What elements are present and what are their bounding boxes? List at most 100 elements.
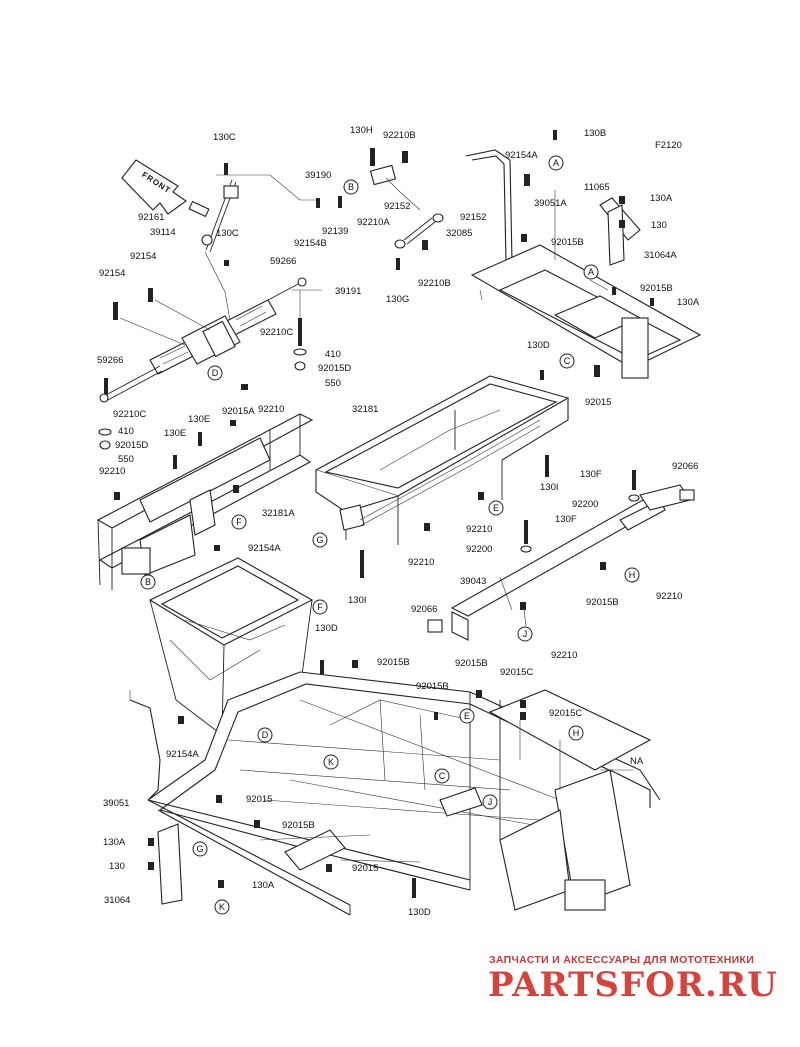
part-label: 59266: [270, 256, 296, 267]
steering-assembly: [98, 163, 322, 450]
watermark-logo: PARTSFOR.RU: [488, 965, 778, 1005]
part-label: 92154: [130, 251, 156, 262]
part-label: 130A: [252, 880, 275, 891]
part-label: 92152: [384, 201, 410, 212]
svg-text:A: A: [553, 158, 559, 168]
callout-g-cargo: G: [312, 532, 328, 548]
callout-k-frame: K: [323, 754, 339, 770]
part-label: 92210: [656, 591, 682, 602]
part-label: 92210A: [357, 217, 390, 228]
part-label: 130G: [386, 294, 409, 305]
part-label: 130H: [350, 125, 373, 136]
cargo-frame-32181: [314, 375, 570, 578]
rear-rack-assembly: [465, 130, 702, 380]
part-label: 92210C: [260, 327, 293, 338]
callout-a-rear: A: [583, 264, 599, 280]
part-label: 32085: [446, 228, 472, 239]
callout-j-crossmember: J: [517, 626, 533, 642]
part-label: 130I: [540, 482, 559, 493]
part-label: 39191: [335, 286, 361, 297]
part-label: 92154A: [505, 150, 538, 161]
steering-support-parts: [316, 148, 444, 270]
part-label: 130: [109, 861, 125, 872]
watermark: ЗАПЧАСТИ И АКСЕССУАРЫ ДЛЯ МОТОТЕХНИКИ PA…: [488, 954, 778, 1005]
part-label: 130D: [315, 623, 338, 634]
part-label: 130F: [555, 514, 577, 525]
svg-text:E: E: [493, 503, 499, 513]
part-label: 92015A: [222, 406, 255, 417]
svg-text:G: G: [196, 844, 203, 854]
main-frame: [129, 557, 661, 916]
svg-text:F: F: [236, 517, 242, 527]
part-label: 92015B: [282, 820, 315, 831]
svg-text:H: H: [573, 728, 580, 738]
part-label: 92015: [585, 397, 611, 408]
svg-text:D: D: [212, 368, 219, 378]
svg-text:G: G: [316, 535, 323, 545]
part-label: 39051A: [534, 198, 567, 209]
part-label: 92210B: [383, 130, 416, 141]
part-label: 92210: [258, 404, 284, 415]
part-label: 92210: [99, 466, 125, 477]
svg-text:J: J: [523, 629, 528, 639]
part-label: 92015D: [115, 440, 148, 451]
part-label: 130E: [164, 428, 186, 439]
part-label: 92015C: [500, 667, 533, 678]
part-label: 92154A: [166, 749, 199, 760]
part-label: 130D: [527, 340, 550, 351]
part-label: 39043: [460, 576, 486, 587]
part-label: 92152: [460, 212, 486, 223]
part-label: 92200: [572, 499, 598, 510]
callout-c-frame: C: [434, 768, 450, 784]
callout-b-frame: B: [140, 574, 156, 590]
part-labels: 130C 130H 92210B 130B 92154A F2120 39190…: [97, 125, 700, 918]
callout-j-frame: J: [482, 794, 498, 810]
part-label: 130C: [216, 228, 239, 239]
part-label: 130A: [650, 193, 673, 204]
part-label: 550: [325, 378, 341, 389]
svg-text:C: C: [439, 771, 446, 781]
svg-text:D: D: [262, 730, 269, 740]
callout-e-frame: E: [459, 708, 475, 724]
svg-text:B: B: [348, 182, 354, 192]
callout-e-cargo: E: [488, 500, 504, 516]
part-label: 92015C: [549, 708, 582, 719]
part-label: 92015B: [455, 658, 488, 669]
svg-text:C: C: [564, 356, 571, 366]
callout-d-frame: D: [257, 727, 273, 743]
part-label: 130I: [348, 595, 367, 606]
svg-text:J: J: [488, 797, 493, 807]
part-label: 11065: [584, 182, 610, 193]
part-label: 92154: [99, 268, 125, 279]
part-label: 550: [118, 454, 134, 465]
svg-text:A: A: [588, 267, 594, 277]
part-label: 59266: [97, 355, 123, 366]
part-label: 92066: [672, 461, 698, 472]
svg-text:K: K: [219, 902, 225, 912]
part-label: 92015B: [416, 681, 449, 692]
part-label: 32181A: [262, 508, 295, 519]
part-label: 92154A: [248, 543, 281, 554]
part-label: 130: [651, 220, 667, 231]
part-label: 92066: [411, 604, 437, 615]
part-label: 92015B: [377, 657, 410, 668]
svg-text:K: K: [328, 757, 334, 767]
part-label: 92161: [138, 212, 164, 223]
part-label: 130F: [580, 469, 602, 480]
part-label: 130E: [188, 414, 210, 425]
callout-g-bracket: G: [192, 841, 208, 857]
part-label: 92200: [466, 544, 492, 555]
svg-text:B: B: [145, 577, 151, 587]
part-label: 410: [325, 349, 341, 360]
callout-k-bottom: K: [214, 899, 230, 915]
part-label: 31064A: [644, 250, 677, 261]
callout-a-top: A: [548, 155, 564, 171]
part-label: 92015D: [318, 363, 351, 374]
part-label: 39190: [305, 170, 331, 181]
part-label: 92015: [246, 794, 272, 805]
part-label: 92210: [466, 524, 492, 535]
part-label: 39051: [103, 798, 129, 809]
part-label: 130A: [103, 837, 126, 848]
callout-b-top: B: [343, 179, 359, 195]
